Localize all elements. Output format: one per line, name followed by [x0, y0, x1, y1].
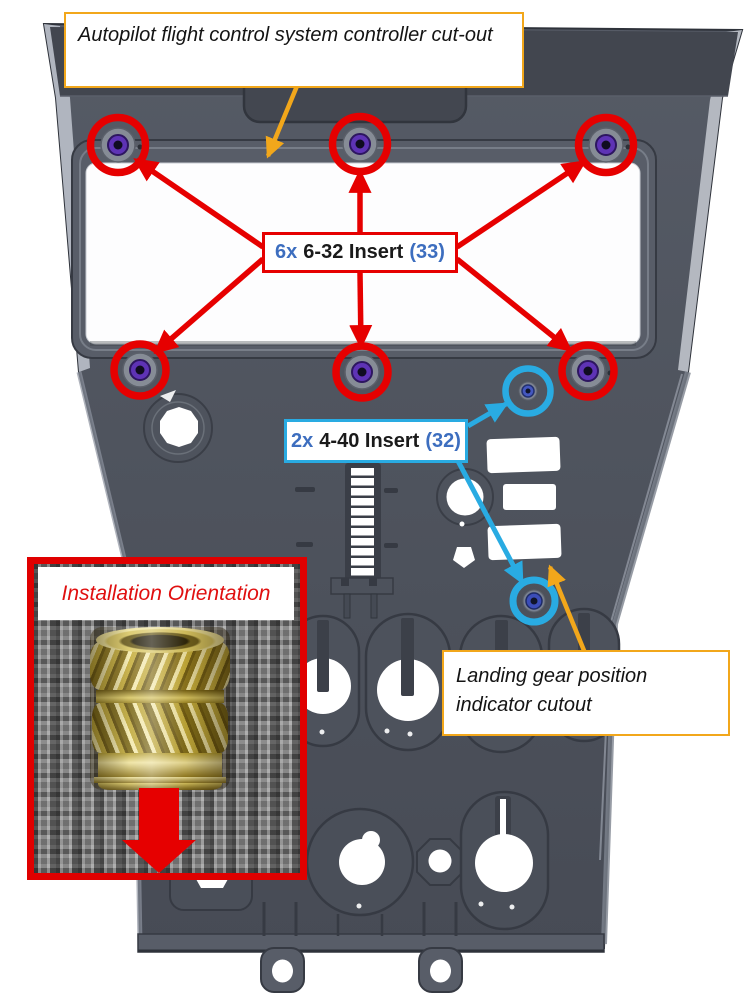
insert-6-32-ref: (33): [409, 241, 445, 263]
switch-ladder-cutouts: [295, 463, 398, 619]
landing-gear-text: Landing gear position indicator cutout: [456, 665, 648, 716]
blue-leader-arrows: [455, 401, 525, 585]
installation-orientation-text: Installation Orientation: [61, 581, 271, 605]
insert-groove: [96, 690, 224, 703]
insert-6-32-label: 6x 6-32 Insert (33): [262, 232, 458, 273]
autopilot-cutout-callout: Autopilot flight control system controll…: [64, 12, 524, 88]
landing-gear-callout: Landing gear position indicator cutout: [442, 650, 730, 736]
insert-top-rim: [96, 627, 224, 653]
left-polygon-cutout: [143, 390, 213, 463]
installation-orientation-label: Installation Orientation: [38, 567, 294, 620]
inserts-4-40: [502, 365, 559, 626]
insert-6-32-qty: 6x: [275, 241, 298, 263]
insert-6-32-name: 6-32 Insert: [303, 241, 404, 263]
bottom-flange: [137, 902, 605, 993]
yellow-leader-arrows: [265, 85, 588, 654]
red-leader-arrows: [133, 157, 587, 355]
insert-smooth-band: [98, 753, 222, 777]
insert-4-40-label: 2x 4-40 Insert (32): [284, 419, 468, 463]
blue-highlight-circles: [502, 365, 559, 626]
insert-4-40-ref: (32): [425, 429, 461, 452]
insert-base-ring: [94, 777, 226, 783]
insert-knurl-band-top: [90, 642, 230, 690]
insert-4-40-name: 4-40 Insert: [319, 429, 420, 452]
brass-threaded-insert-photo: [90, 627, 230, 790]
insert-boss: [100, 126, 631, 390]
insert-4-40-qty: 2x: [291, 429, 314, 452]
insert-knurl-band-bottom: [92, 703, 228, 753]
inserts-6-32: [86, 112, 638, 402]
autopilot-cutout-text: Autopilot flight control system controll…: [78, 24, 493, 46]
installation-orientation-inset: Installation Orientation: [27, 557, 307, 880]
